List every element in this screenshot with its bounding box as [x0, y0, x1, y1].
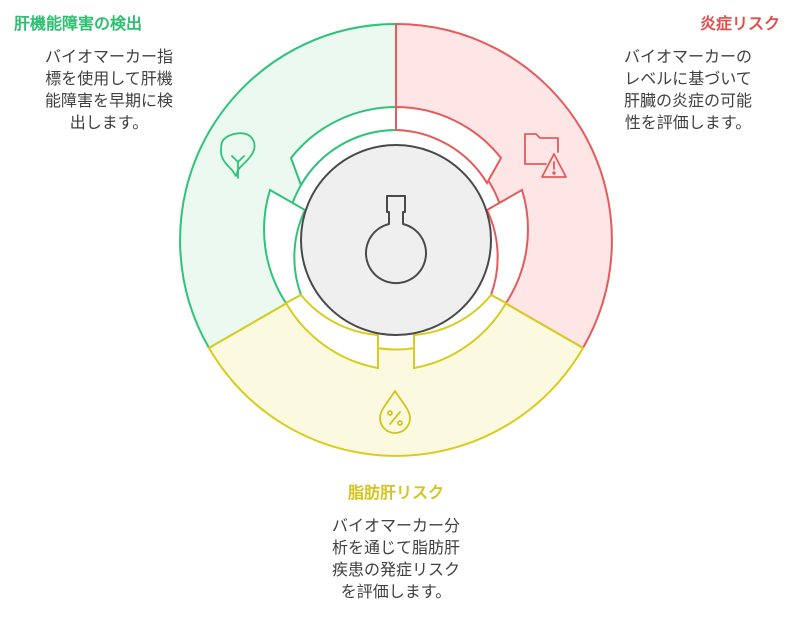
inflammation-title: 炎症リスク	[699, 14, 780, 33]
inflammation-section: 炎症リスク バイオマーカーの レベルに基づいて 肝臓の炎症の可能 性を評価します…	[596, 13, 780, 134]
description-line: 能障害を早期に検	[44, 91, 173, 110]
description-line: バイオマーカー分	[331, 516, 460, 535]
liver-function-section: 肝機能障害の検出 バイオマーカー指 標を使用して肝機 能障害を早期に検 出します…	[14, 13, 204, 134]
description-line: 標を使用して肝機	[45, 69, 173, 88]
folder-warning-icon	[524, 133, 567, 178]
liver-function-title: 肝機能障害の検出	[14, 14, 143, 33]
description-line: バイオマーカーの	[623, 47, 752, 66]
inflammation-description: バイオマーカーの レベルに基づいて 肝臓の炎症の可能 性を評価します。	[596, 46, 780, 134]
description-line: バイオマーカー指	[44, 47, 173, 66]
inner-ring-fatty	[284, 293, 379, 370]
center-hub	[300, 144, 492, 336]
liver-icon	[220, 132, 256, 179]
fatty-liver-description: バイオマーカー分 析を通じて脂肪肝 疾患の発症リスク を評価します。	[296, 515, 496, 603]
fatty-liver-title: 脂肪肝リスク	[347, 483, 444, 502]
flask-icon	[365, 195, 427, 285]
fatty-liver-section: 脂肪肝リスク バイオマーカー分 析を通じて脂肪肝 疾患の発症リスク を評価します…	[296, 482, 496, 603]
description-line: 肝臓の炎症の可能	[623, 91, 752, 110]
description-line: 性を評価します。	[624, 113, 752, 132]
description-line: 疾患の発症リスク	[331, 560, 460, 579]
liver-function-description: バイオマーカー指 標を使用して肝機 能障害を早期に検 出します。	[14, 46, 204, 134]
inner-ring-fatty-right	[413, 293, 508, 370]
description-line: レベルに基づいて	[624, 69, 752, 88]
description-line: を評価します。	[340, 582, 452, 601]
fat-drop-percent-icon	[379, 390, 411, 434]
description-line: 析を通じて脂肪肝	[331, 538, 460, 557]
description-line: 出します。	[69, 113, 149, 132]
inner-ring-inflammation	[395, 105, 503, 185]
